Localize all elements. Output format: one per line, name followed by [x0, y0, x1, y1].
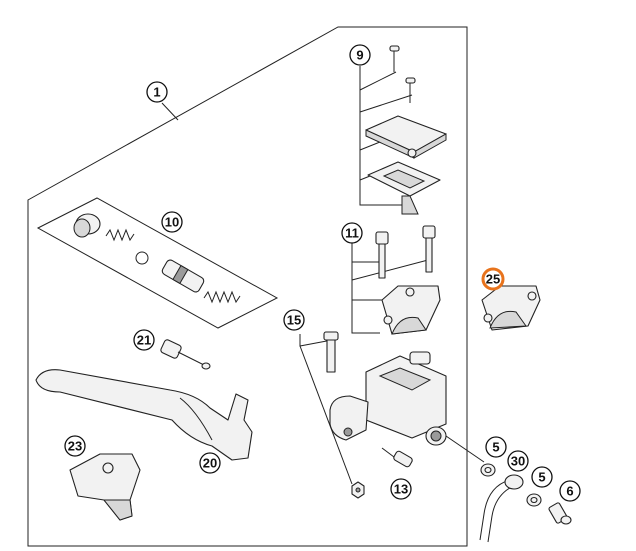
lever-guard-icon — [69, 453, 141, 521]
bracket-11-tick-b — [351, 259, 429, 281]
reservoir-cap-icon — [365, 115, 447, 159]
diaphragm-icon — [367, 161, 441, 215]
callout-25: 25 — [481, 267, 505, 291]
callout-5a-label: 5 — [492, 440, 499, 455]
callout-10: 10 — [161, 211, 183, 233]
bracket-9-tick-a — [359, 71, 397, 91]
brake-lever-icon — [35, 369, 253, 461]
callout-30-label: 30 — [511, 454, 525, 469]
callout-21: 21 — [133, 329, 155, 351]
assembly-outline — [27, 26, 468, 547]
master-cylinder-body-icon — [329, 351, 447, 446]
callout-5a: 5 — [485, 436, 507, 458]
callout-11-label: 11 — [345, 226, 359, 241]
callout-13: 13 — [390, 478, 412, 500]
callout-9: 9 — [349, 44, 371, 66]
callout-15: 15 — [283, 309, 305, 331]
banjo-bolt-icon — [548, 502, 572, 525]
callout-20-label: 20 — [203, 456, 217, 471]
callout-11: 11 — [341, 222, 363, 244]
callout-21-label: 21 — [137, 333, 151, 348]
callout-15-label: 15 — [287, 313, 301, 328]
bolt-icon — [422, 225, 436, 273]
piston-cup-icon — [73, 213, 101, 238]
callout-9-label: 9 — [356, 48, 363, 63]
washer-icon — [480, 463, 496, 477]
callout-25-label: 25 — [486, 272, 500, 287]
spring-icon — [203, 290, 241, 304]
callout-5b-label: 5 — [538, 470, 545, 485]
bolt-icon — [375, 231, 389, 279]
callout-5b: 5 — [531, 466, 553, 488]
callout-23: 23 — [64, 435, 86, 457]
callout-20: 20 — [199, 452, 221, 474]
leader-line-1 — [161, 102, 179, 121]
bracket-9-tick-b — [359, 94, 413, 113]
callout-10-label: 10 — [165, 215, 179, 230]
bracket-11 — [351, 243, 380, 334]
pivot-pin-icon — [323, 331, 339, 373]
adjuster-screw-icon — [160, 339, 211, 370]
washer-icon — [526, 493, 542, 507]
screw-icon — [389, 45, 400, 72]
kit-outline-10 — [36, 197, 279, 329]
callout-13-label: 13 — [394, 482, 408, 497]
leader-line-15 — [299, 345, 353, 485]
spring-icon — [105, 228, 135, 242]
callout-6: 6 — [559, 480, 581, 502]
piston-icon — [161, 259, 205, 293]
callout-1-label: 1 — [153, 85, 160, 100]
bracket-9 — [359, 66, 405, 206]
nut-icon — [351, 481, 365, 499]
screw-icon — [405, 77, 416, 103]
brake-switch-icon — [381, 447, 413, 468]
brake-line-icon — [479, 474, 524, 543]
leader-line-banjo — [445, 435, 485, 463]
handlebar-clamp-icon — [481, 285, 541, 331]
callout-23-label: 23 — [68, 439, 82, 454]
callout-1: 1 — [146, 81, 168, 103]
clamp-icon — [381, 285, 441, 335]
circlip-icon — [135, 251, 149, 265]
callout-6-label: 6 — [566, 484, 573, 499]
callout-30: 30 — [507, 450, 529, 472]
